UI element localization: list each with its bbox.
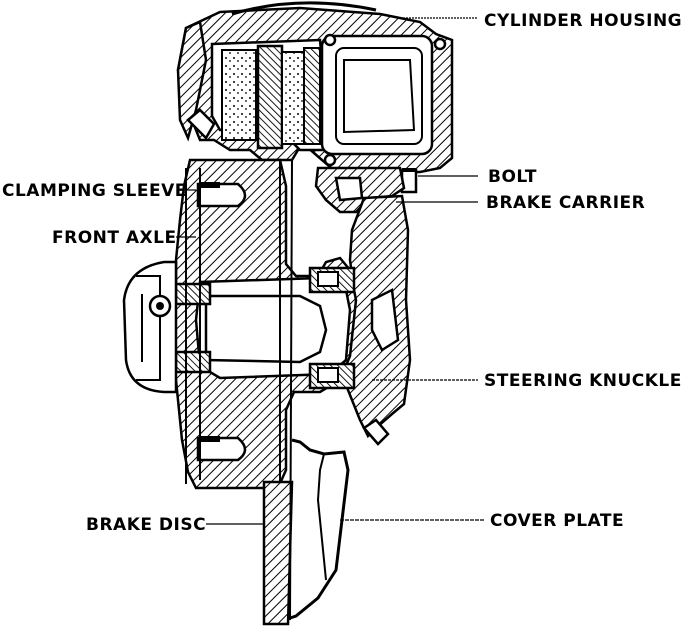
front-axle-part (172, 158, 358, 490)
leader-lines (176, 17, 484, 525)
label-cover-plate: COVER PLATE (490, 511, 624, 531)
label-bolt: BOLT (488, 167, 537, 187)
label-clamping-sleeve: CLAMPING SLEEVE (2, 181, 187, 201)
cover-plate-part (289, 438, 350, 620)
seal-stack-left (221, 44, 321, 150)
clamping-sleeve-part (196, 182, 247, 462)
label-brake-carrier: BRAKE CARRIER (486, 193, 645, 213)
label-cylinder-housing: CYLINDER HOUSING (484, 11, 682, 31)
inner-bearing (308, 266, 356, 390)
label-front-axle: FRONT AXLE (52, 228, 177, 248)
cylinder-housing-part (176, 1, 454, 174)
hub-cap-part (122, 260, 178, 394)
brake-disc-part (262, 159, 294, 626)
steering-knuckle-part (342, 194, 412, 446)
label-steering-knuckle: STEERING KNUCKLE (484, 371, 682, 391)
label-brake-disc: BRAKE DISC (86, 515, 206, 535)
